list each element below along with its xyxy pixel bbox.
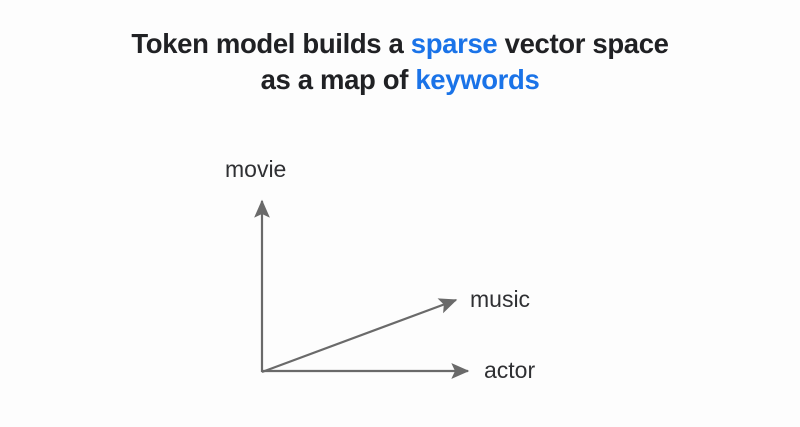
axis-label-movie: movie bbox=[225, 156, 287, 182]
page-title: Token model builds a sparse vector space… bbox=[0, 26, 800, 98]
title-line-1: Token model builds a sparse vector space bbox=[0, 26, 800, 62]
title-highlight-sparse: sparse bbox=[410, 28, 498, 59]
title-line-1-part-2: vector space bbox=[497, 28, 669, 59]
axis-label-music: music bbox=[470, 286, 531, 312]
title-highlight-keywords: keywords bbox=[415, 64, 540, 95]
music-axis-line bbox=[261, 298, 458, 374]
axis-label-actor: actor bbox=[484, 357, 536, 383]
title-line-1-part-1: Token model builds a bbox=[131, 28, 411, 59]
title-line-2-part-1: as a map of bbox=[260, 64, 416, 95]
title-line-2: as a map of keywords bbox=[0, 62, 800, 98]
